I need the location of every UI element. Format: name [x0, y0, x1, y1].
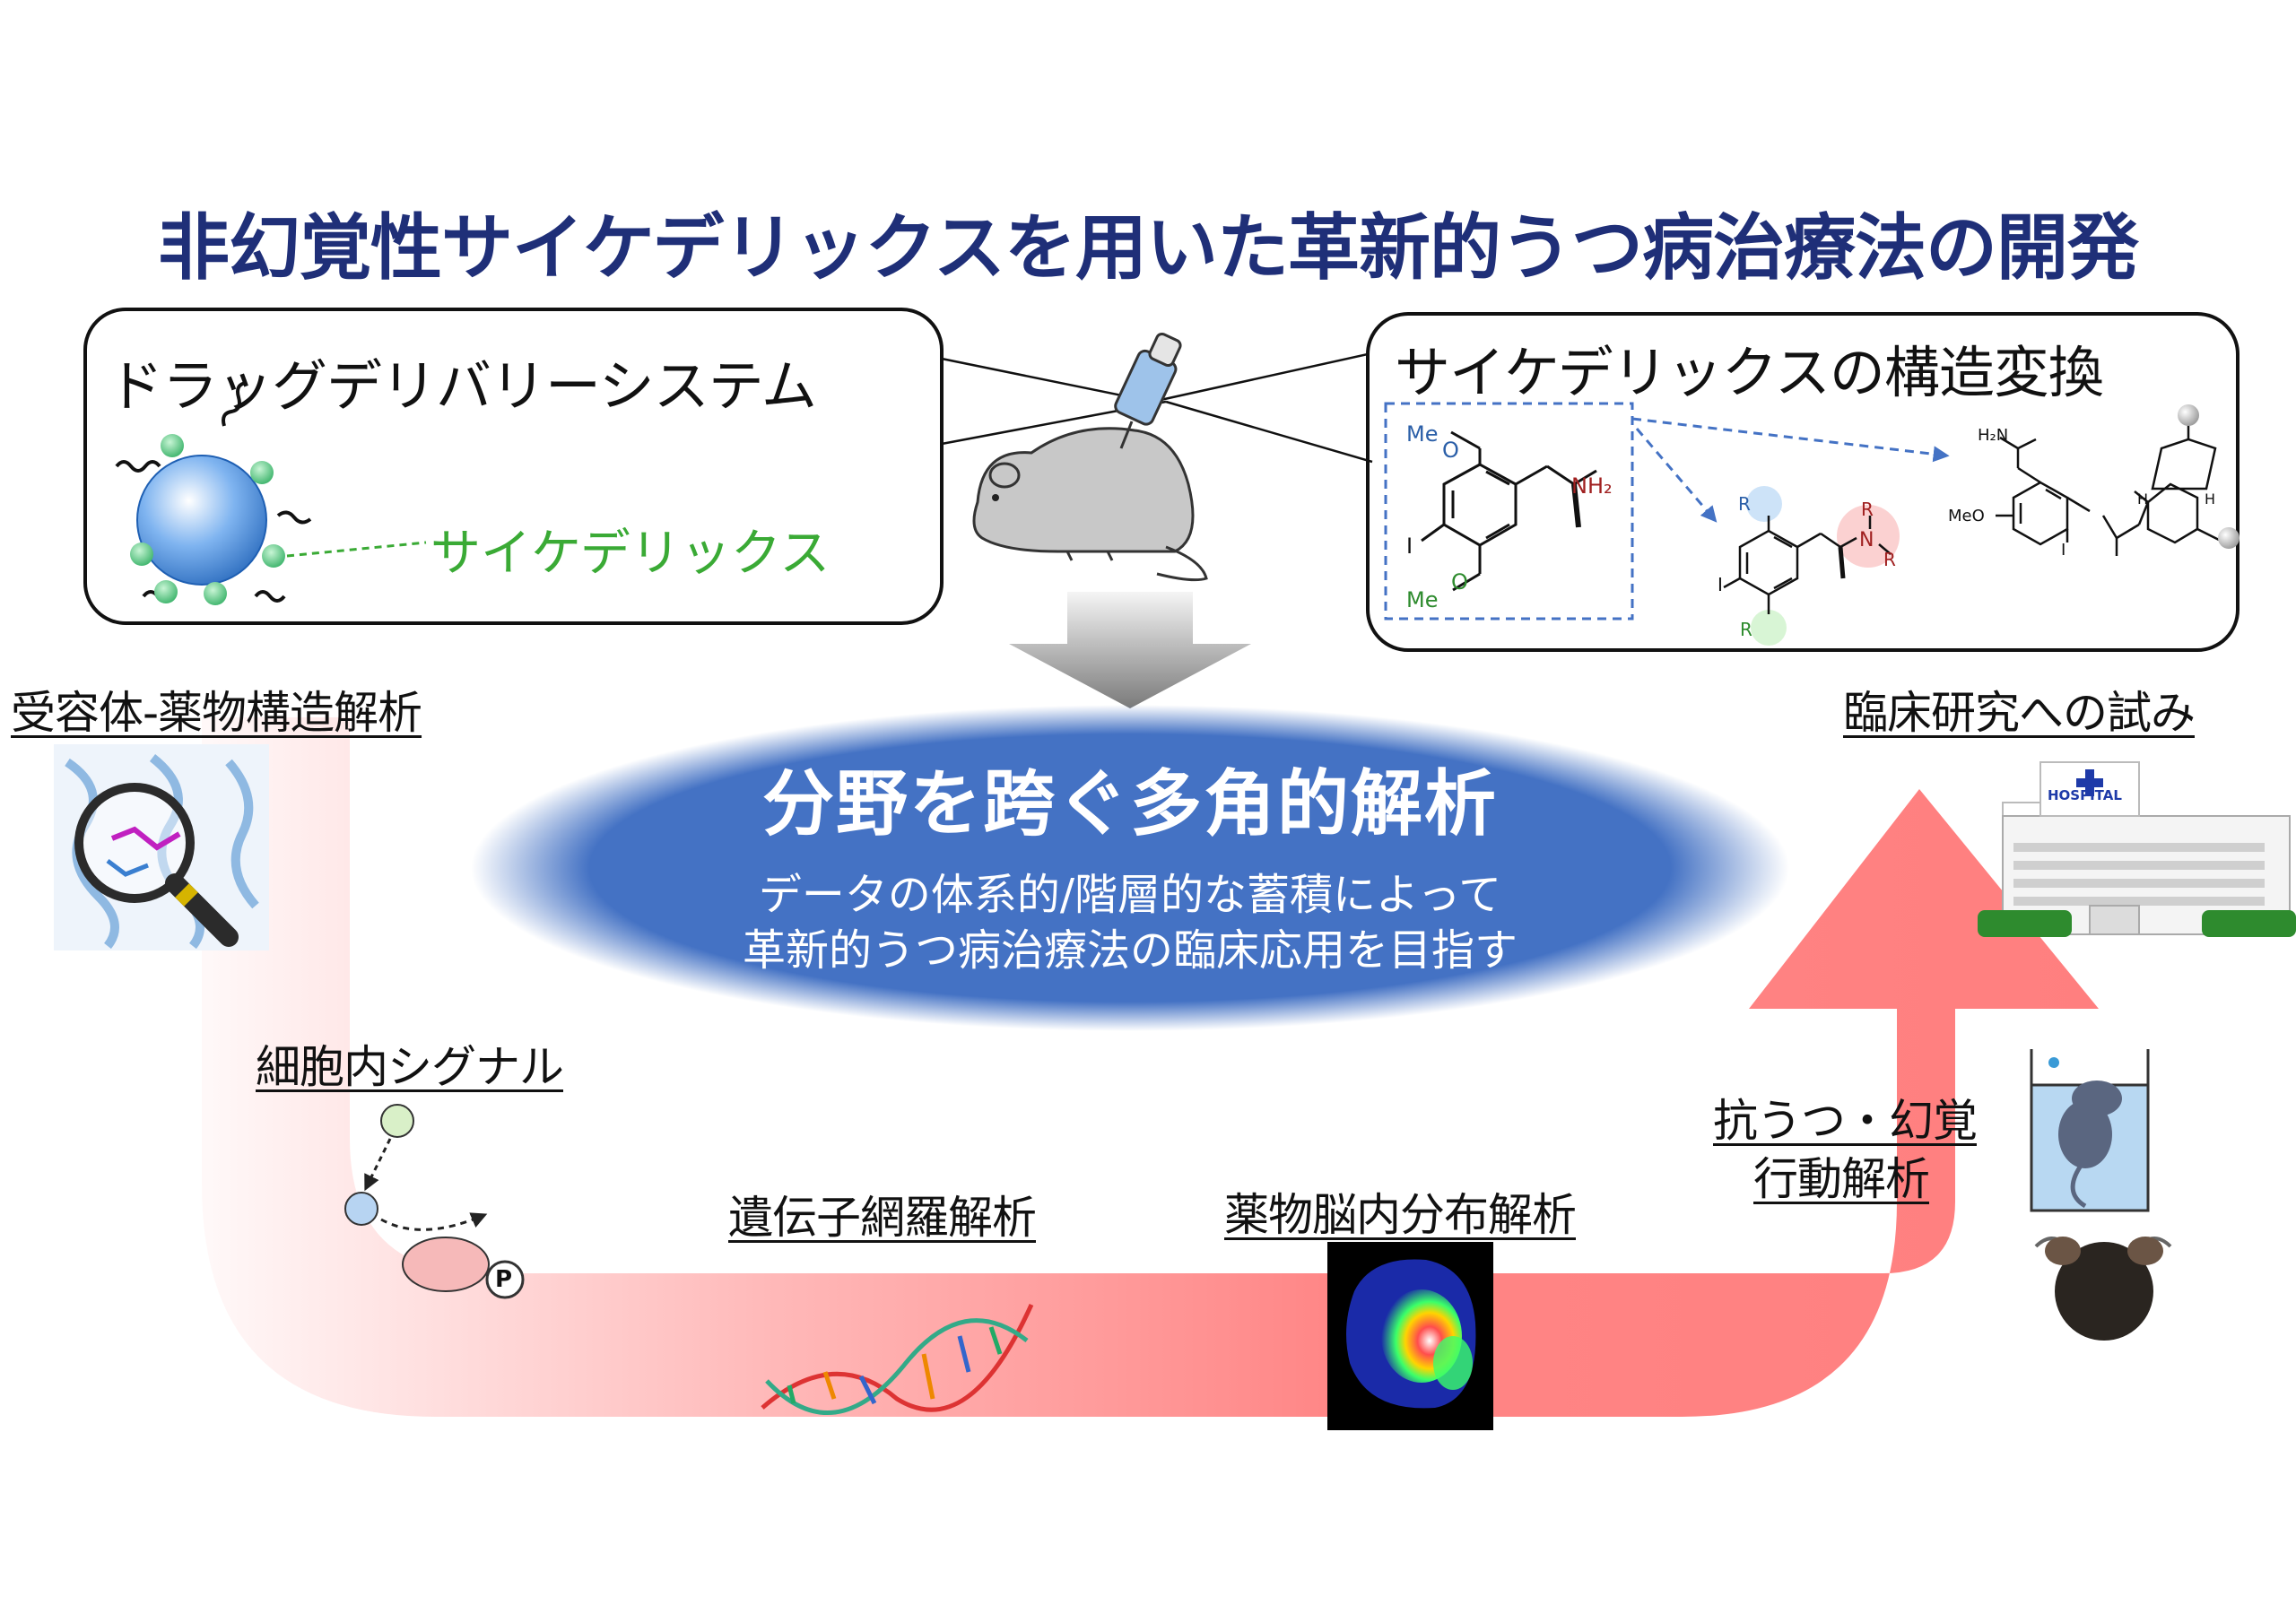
workflow-arrow [202, 717, 2099, 1417]
down-arrow [1009, 592, 1251, 708]
section-signal: 細胞内シグナル [256, 1041, 564, 1093]
phospho-label: P [495, 1266, 513, 1293]
structure-heading: サイケデリックスの構造変換 [1395, 340, 2104, 405]
drug-delivery-heading: ドラッグデリバリーシステム [108, 353, 817, 419]
label-nh2: NH₂ [1571, 473, 1613, 499]
mouse-injection-icon [972, 332, 1208, 582]
center-ellipse [471, 705, 1789, 1031]
psychedelics-label: サイケデリックス [430, 525, 831, 583]
label-h-2: H [2205, 490, 2216, 508]
label-o-top: O [1442, 438, 1459, 463]
label-me-bottom: Me [1406, 587, 1439, 612]
label-r-n-top: R [1861, 499, 1874, 520]
molecule-parent [1421, 430, 1597, 592]
section-gene: 遺伝子網羅解析 [728, 1192, 1037, 1244]
dna-icon [761, 1303, 1034, 1415]
structure-box [1152, 312, 2239, 652]
nanoparticle-icon [115, 381, 427, 605]
phospho-circle [485, 1260, 525, 1299]
section-brain: 薬物脳内分布解析 [1224, 1189, 1577, 1241]
label-h2n: H₂N [1978, 426, 2009, 445]
section-receptor: 受容体-薬物構造解析 [11, 687, 422, 739]
label-meo: MeO [1948, 507, 1985, 525]
label-h-1: H [2137, 490, 2149, 508]
label-iodo: I [1406, 534, 1413, 559]
section-behavior-1: 抗うつ・幻覚 [1713, 1095, 1978, 1147]
label-r-n-right: R [1883, 549, 1896, 570]
molecule-derivative [1723, 516, 1892, 614]
label-r-o-top: R [1738, 493, 1751, 515]
label-o-bottom: O [1451, 569, 1468, 595]
center-main-text: 分野を跨ぐ多角的解析 [762, 762, 1498, 846]
molecule-prodrug [1996, 421, 2225, 556]
highlight-o-bottom [1751, 610, 1787, 646]
forced-swim-icon [2030, 1049, 2150, 1212]
page-title: 非幻覚性サイケデリックスを用いた革新的うつ病治療法の開発 [158, 206, 2139, 290]
center-sub-text-1: データの体系的/階層的な蓄積によって [758, 870, 1502, 920]
signal-diagram [344, 1104, 525, 1299]
hospital-icon [1978, 761, 2296, 937]
label-me-top: Me [1406, 421, 1439, 447]
mouse-photo [2034, 1237, 2172, 1341]
brain-distribution-image [1327, 1242, 1493, 1430]
section-clinical: 臨床研究への試み [1843, 687, 2196, 739]
highlight-n [1837, 505, 1900, 568]
highlight-o-top [1746, 486, 1782, 522]
label-n: N [1859, 529, 1874, 551]
label-iodo-3: I [2061, 541, 2066, 560]
receptor-structure-image [54, 744, 269, 950]
ball-top [2178, 404, 2199, 426]
label-iodo-2: I [1718, 574, 1723, 595]
hospital-sign: HOSPITAL [2048, 787, 2122, 803]
center-sub-text-2: 革新的うつ病治療法の臨床応用を目指す [742, 925, 1518, 976]
label-r-o-bottom: R [1740, 619, 1752, 640]
ball-right [2218, 527, 2239, 549]
section-behavior-2: 行動解析 [1753, 1153, 1930, 1205]
